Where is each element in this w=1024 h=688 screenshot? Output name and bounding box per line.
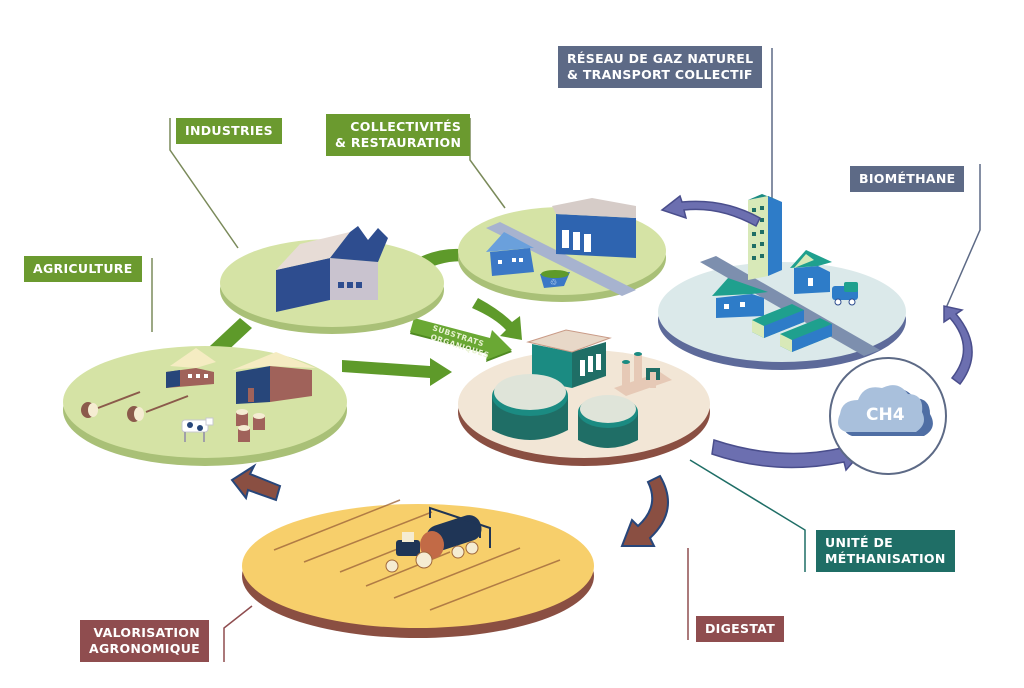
ch4-circle: CH4 [829,357,947,475]
industries-disc [220,226,444,334]
label-valorisation-line-1: VALORISATION [93,625,200,640]
label-collectivites-line-2: & RESTAURATION [335,135,462,150]
arrow-substrats-organiques: SUBSTRATS ORGANIQUES [410,318,512,362]
farm-icon [166,348,216,388]
label-unite-line-1: UNITÉ DE [825,535,893,550]
label-agriculture: AGRICULTURE [24,256,142,282]
label-agriculture-line-1: AGRICULTURE [33,261,133,276]
leader-biomethane [945,164,981,309]
bus-icon [780,318,832,352]
label-industries-line-1: INDUSTRIES [185,123,273,138]
label-digestat-line-1: DIGESTAT [705,621,776,636]
label-valorisation: VALORISATION AGRONOMIQUE [80,620,209,662]
label-collectivites-line-1: COLLECTIVITÉS [350,119,462,134]
house-icon [712,278,768,318]
ch4-text: CH4 [866,405,905,425]
city-disc [658,194,906,370]
arrow-ch4-to-biomethane [943,305,973,386]
building-icon [526,329,612,388]
leader-valorisation [223,605,253,662]
field-disc [242,499,594,638]
label-reseau-line-1: RÉSEAU DE GAZ NATUREL [567,51,754,66]
flow-arrows [230,194,973,547]
digester-icon [492,374,568,440]
label-reseau-line-2: & TRANSPORT COLLECTIF [567,67,753,82]
recycle-bin-icon: ♲ [540,270,570,288]
label-unite: UNITÉ DE MÉTHANISATION [816,530,955,572]
digester-icon [578,395,638,448]
hay-stack-icon [236,409,265,442]
cow-icon [181,417,214,442]
tractor-icon [385,506,491,573]
bus-icon [752,304,804,338]
arrow-agri-to-unite [342,358,452,386]
leader-industries [169,118,239,249]
methanisation-disc [458,329,710,466]
factory-icon [276,226,388,312]
barn-icon [232,352,316,404]
label-biomethane: BIOMÉTHANE [850,166,965,192]
gas-processing-icon [614,352,672,396]
house-icon [790,250,832,294]
collectivites-disc: ♲ [458,198,666,302]
school-building-icon [552,198,636,258]
label-valorisation-line-2: AGRONOMIQUE [89,641,200,656]
house-icon [486,232,534,276]
arrow-field-to-agriculture [230,463,282,502]
agriculture-disc [63,346,347,466]
svg-text:♲: ♲ [550,278,557,287]
label-reseau: RÉSEAU DE GAZ NATUREL & TRANSPORT COLLEC… [558,46,763,88]
apartment-tower-icon [748,194,782,280]
arrow-digestat [620,474,669,547]
label-collectivites: COLLECTIVITÉS & RESTAURATION [326,114,471,156]
leader-collectivites [469,118,506,209]
hay-bale-icon [81,402,144,422]
label-unite-line-2: MÉTHANISATION [825,551,946,566]
truck-icon [832,282,858,306]
leader-unite [689,459,806,572]
arrow-to-city [660,194,761,228]
label-industries: INDUSTRIES [176,118,282,144]
label-biomethane-line-1: BIOMÉTHANE [859,171,956,186]
arrow-collectivites-to-unite [472,298,522,340]
label-digestat: DIGESTAT [696,616,785,642]
cloud-icon [838,385,933,436]
